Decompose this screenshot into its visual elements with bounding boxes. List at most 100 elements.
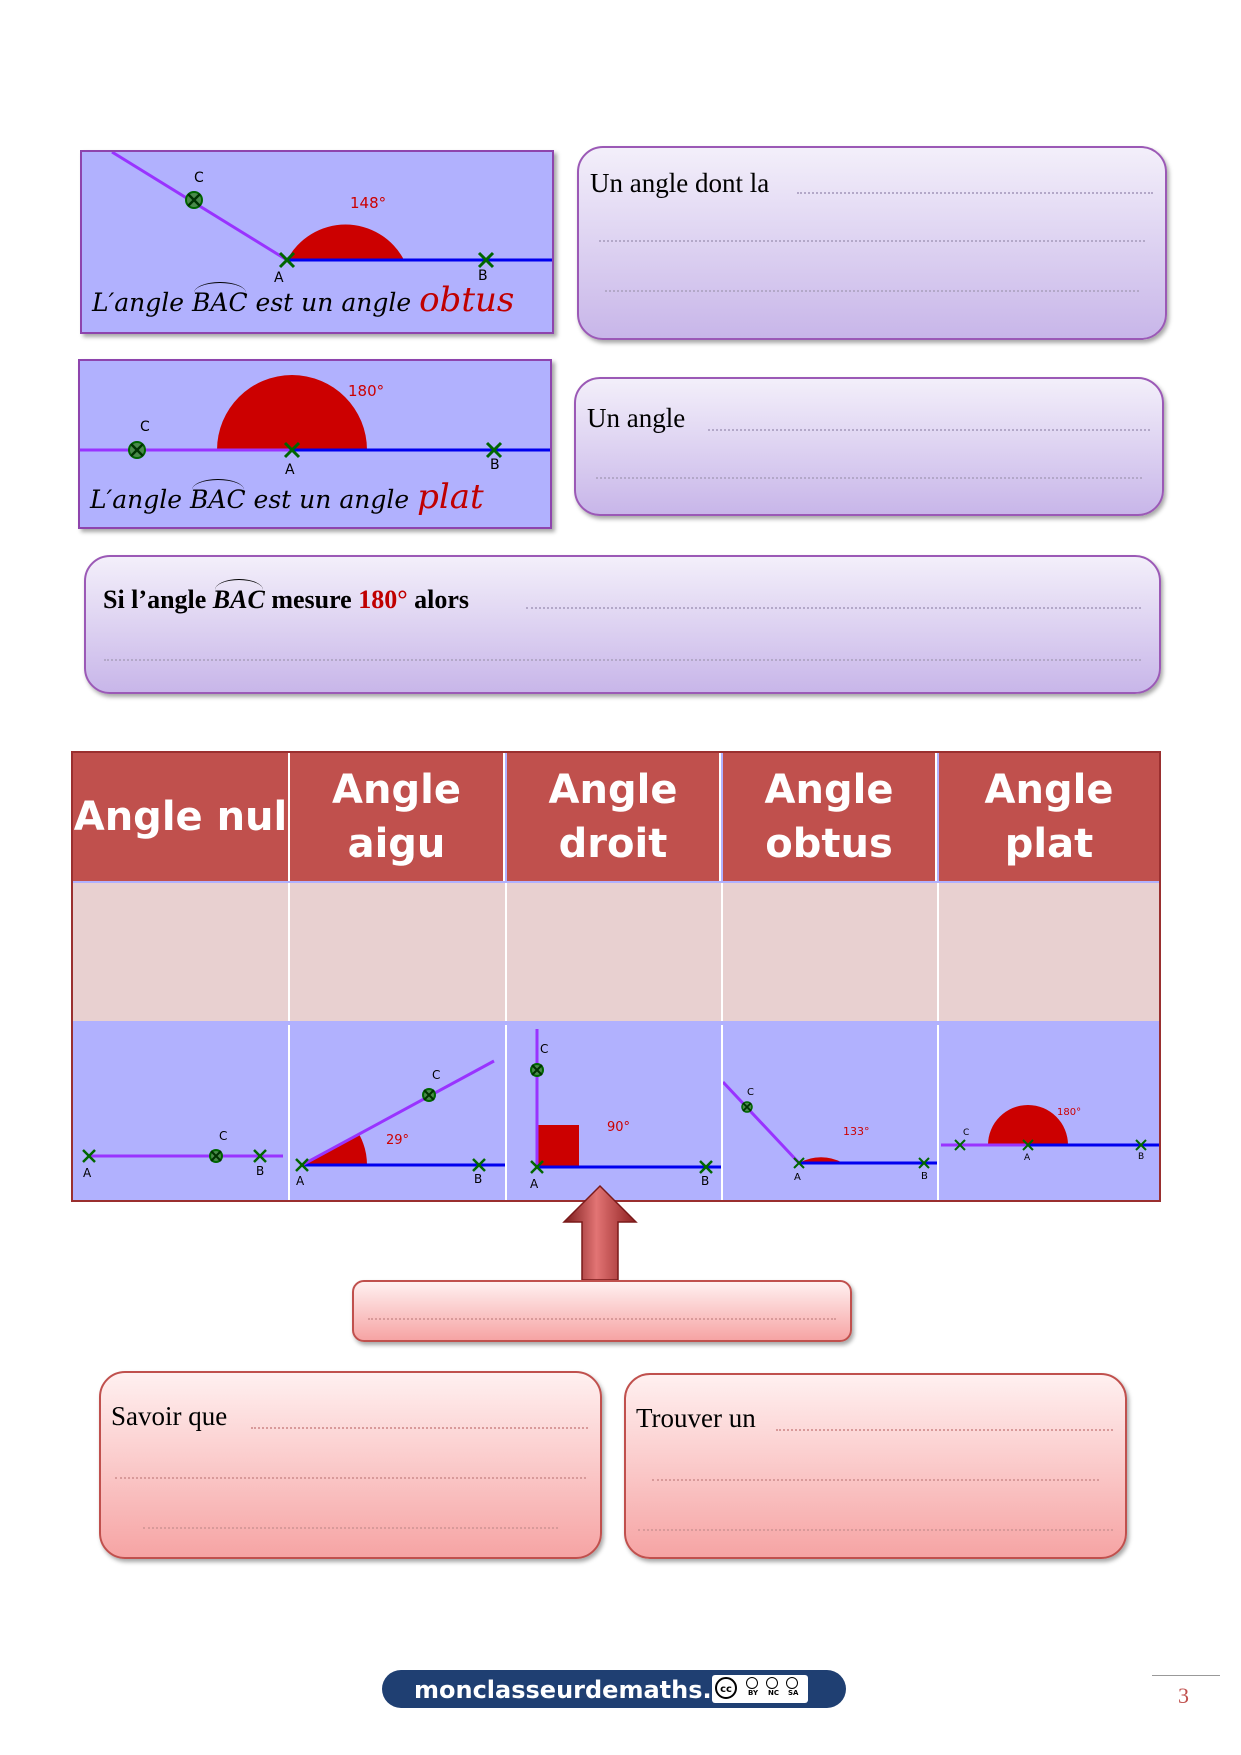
label-c: C — [540, 1042, 548, 1056]
caption-middle: est un angle — [253, 485, 410, 514]
point-c — [741, 1101, 753, 1113]
answer-cell-droit[interactable] — [507, 883, 723, 1021]
point-a — [793, 1157, 805, 1169]
label-c: C — [432, 1068, 440, 1082]
obtuse-angle-drawing: A B C 133° — [723, 1080, 937, 1183]
header-angle-droit: Angle droit — [507, 753, 721, 881]
caption-keyword: obtus — [419, 280, 515, 320]
answer-line[interactable] — [368, 1318, 836, 1320]
figure-straight-angle: A B C 180° L′angle BAC est un angle plat — [78, 359, 552, 529]
ray-ac — [301, 1059, 495, 1167]
right-angle-drawing: A B C 90° — [530, 1029, 721, 1191]
answer-line[interactable] — [638, 1529, 1113, 1531]
caption-angle: BAC — [190, 479, 246, 514]
point-b — [253, 1149, 267, 1163]
answer-line[interactable] — [596, 477, 1142, 479]
footer-site[interactable]: monclasseurdemaths.fr — [414, 1676, 734, 1704]
header-angle-nul: Angle nul — [73, 753, 290, 881]
answer-line[interactable] — [776, 1429, 1113, 1431]
label-a: A — [1024, 1153, 1031, 1163]
up-arrow-icon — [562, 1184, 638, 1280]
noncommercial-icon — [766, 1677, 778, 1689]
null-angle-drawing: A B C — [82, 1129, 283, 1180]
label-a: A — [794, 1172, 801, 1183]
trouver-prompt: Trouver un — [636, 1403, 756, 1433]
label-a: A — [296, 1174, 305, 1188]
answer-cell-plat[interactable] — [939, 883, 1159, 1021]
answer-line[interactable] — [708, 429, 1150, 431]
point-b — [477, 251, 495, 269]
angle-measure: 29° — [386, 1133, 409, 1148]
answer-line[interactable] — [599, 240, 1145, 242]
figure-cell-obtus: A B C 133° — [723, 1025, 939, 1200]
angle-measure: 148° — [350, 194, 386, 212]
license-by: BY — [748, 1689, 759, 1697]
license-sa: SA — [788, 1689, 799, 1697]
point-a — [1022, 1139, 1034, 1151]
answer-cell-obtus[interactable] — [723, 883, 939, 1021]
answer-line[interactable] — [605, 290, 1139, 292]
label-b: B — [478, 268, 488, 284]
rule-statement: Si l’angle BAC mesure 180° alors — [103, 579, 470, 615]
answer-line[interactable] — [115, 1477, 586, 1479]
answer-line[interactable] — [526, 607, 1141, 609]
header-angle-obtus: Angle obtus — [723, 753, 937, 881]
figure-cell-aigu: A B C 29° — [290, 1025, 507, 1200]
header-angle-aigu: Angle aigu — [290, 753, 505, 881]
point-c — [422, 1088, 436, 1102]
label-b: B — [490, 457, 500, 473]
label-c: C — [747, 1087, 754, 1098]
straight-definition-prompt: Un angle — [587, 403, 686, 433]
answer-cell-aigu[interactable] — [290, 883, 507, 1021]
figure-cell-nul: A B C — [73, 1025, 290, 1200]
point-c — [209, 1149, 223, 1163]
point-a — [82, 1149, 96, 1163]
caption-middle: est un angle — [255, 288, 412, 317]
label-a: A — [274, 270, 284, 286]
page-number-rule — [1152, 1675, 1220, 1676]
caption-angle: BAC — [192, 282, 248, 317]
answer-line[interactable] — [251, 1427, 588, 1429]
right-angle-label-box — [352, 1280, 852, 1342]
obtuse-angle-drawing: A B C 148° — [111, 152, 552, 286]
answer-line[interactable] — [104, 659, 1141, 661]
rule-middle: mesure — [271, 585, 352, 614]
attribution-icon — [746, 1677, 758, 1689]
point-b — [699, 1160, 713, 1174]
answer-line[interactable] — [652, 1479, 1099, 1481]
answer-line[interactable] — [797, 192, 1153, 194]
label-c: C — [194, 170, 204, 186]
point-c — [185, 191, 203, 209]
caption-prefix: L′angle — [92, 288, 185, 317]
point-b — [485, 441, 503, 459]
figure-caption: L′angle BAC est un angle plat — [90, 477, 484, 517]
caption-prefix: L′angle — [90, 485, 183, 514]
angle-measure: 133° — [843, 1125, 870, 1138]
angle-arc — [217, 375, 367, 450]
point-a — [530, 1160, 544, 1174]
footer-banner: monclasseurdemaths.fr cc BY NC SA — [382, 1670, 846, 1708]
caption-keyword: plat — [417, 477, 484, 517]
figure-cell-plat: A B C 180° — [939, 1025, 1159, 1200]
rule-suffix: alors — [414, 585, 470, 614]
point-c — [954, 1139, 966, 1151]
label-c: C — [963, 1128, 969, 1138]
ray-ac — [723, 1080, 801, 1165]
rule-angle: BAC — [212, 579, 265, 614]
acute-angle-drawing: A B C 29° — [295, 1059, 505, 1188]
angle-arc — [988, 1105, 1068, 1145]
obtuse-definition-box: Un angle dont la — [577, 146, 1167, 340]
rule-prefix: Si l’angle — [103, 585, 207, 614]
answer-cell-nul[interactable] — [73, 883, 290, 1021]
point-b — [1135, 1139, 1147, 1151]
angle-arc — [287, 224, 404, 260]
point-a — [283, 441, 301, 459]
answer-line[interactable] — [143, 1527, 558, 1529]
point-b — [472, 1158, 486, 1172]
header-angle-plat: Angle plat — [939, 753, 1159, 881]
cc-icon: cc — [715, 1677, 737, 1699]
figure-caption: L′angle BAC est un angle obtus — [92, 280, 514, 320]
straight-angle-drawing: A B C 180° — [941, 1105, 1159, 1163]
page-number: 3 — [1178, 1683, 1189, 1708]
angle-measure: 180° — [1057, 1107, 1081, 1118]
